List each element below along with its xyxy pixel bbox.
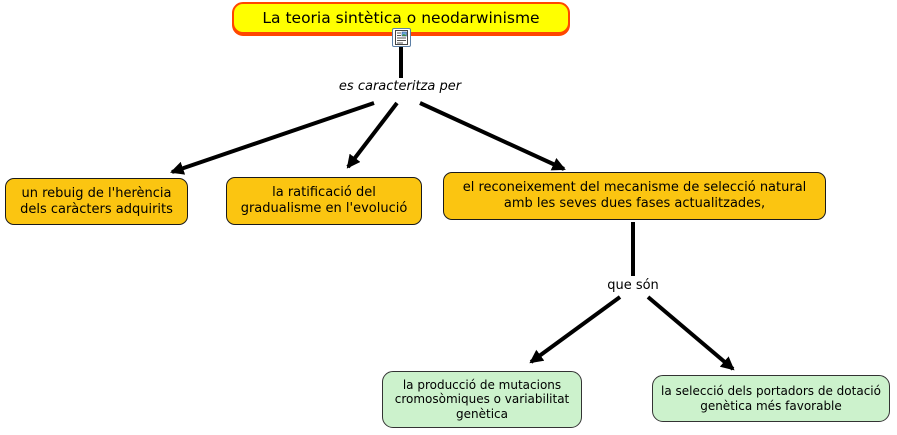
concept-gradualisme-label: la ratificació del gradualisme en l'evol… (240, 185, 408, 216)
linking-phrase-queson[interactable]: que són (598, 278, 668, 293)
document-resource-icon[interactable] (392, 28, 411, 47)
edge-to-seleccio (419, 101, 566, 171)
concept-node-rebuig[interactable]: un rebuig de l'herència dels caràcters a… (5, 178, 188, 225)
linking-phrase-caracteritza[interactable]: es caracteritza per (320, 79, 480, 94)
linking-phrase-1-label: es caracteritza per (338, 79, 462, 94)
document-glyph (395, 30, 408, 45)
concept-rebuig-label: un rebuig de l'herència dels caràcters a… (20, 185, 173, 217)
concept-node-gradualisme[interactable]: la ratificació del gradualisme en l'evol… (226, 177, 422, 225)
concept-node-portadors[interactable]: la selecció dels portadors de dotació ge… (652, 375, 890, 422)
phase-mutacions-label: la producció de mutacions cromosòmiques … (394, 377, 570, 421)
linking-phrase-2-label: que són (607, 278, 659, 293)
edge-to-rebuig (170, 101, 375, 175)
concept-seleccio-label: el reconeixement del mecanisme de selecc… (462, 180, 807, 211)
edge-to-portadors (646, 295, 735, 371)
concept-node-mutacions[interactable]: la producció de mutacions cromosòmiques … (382, 371, 582, 428)
edge-to-mutacions (529, 295, 622, 364)
concept-node-seleccio[interactable]: el reconeixement del mecanisme de selecc… (443, 172, 826, 220)
phase-portadors-label: la selecció dels portadors de dotació ge… (661, 383, 881, 413)
root-label: La teoria sintètica o neodarwinisme (262, 8, 540, 27)
edge-to-gradualisme (346, 101, 399, 169)
